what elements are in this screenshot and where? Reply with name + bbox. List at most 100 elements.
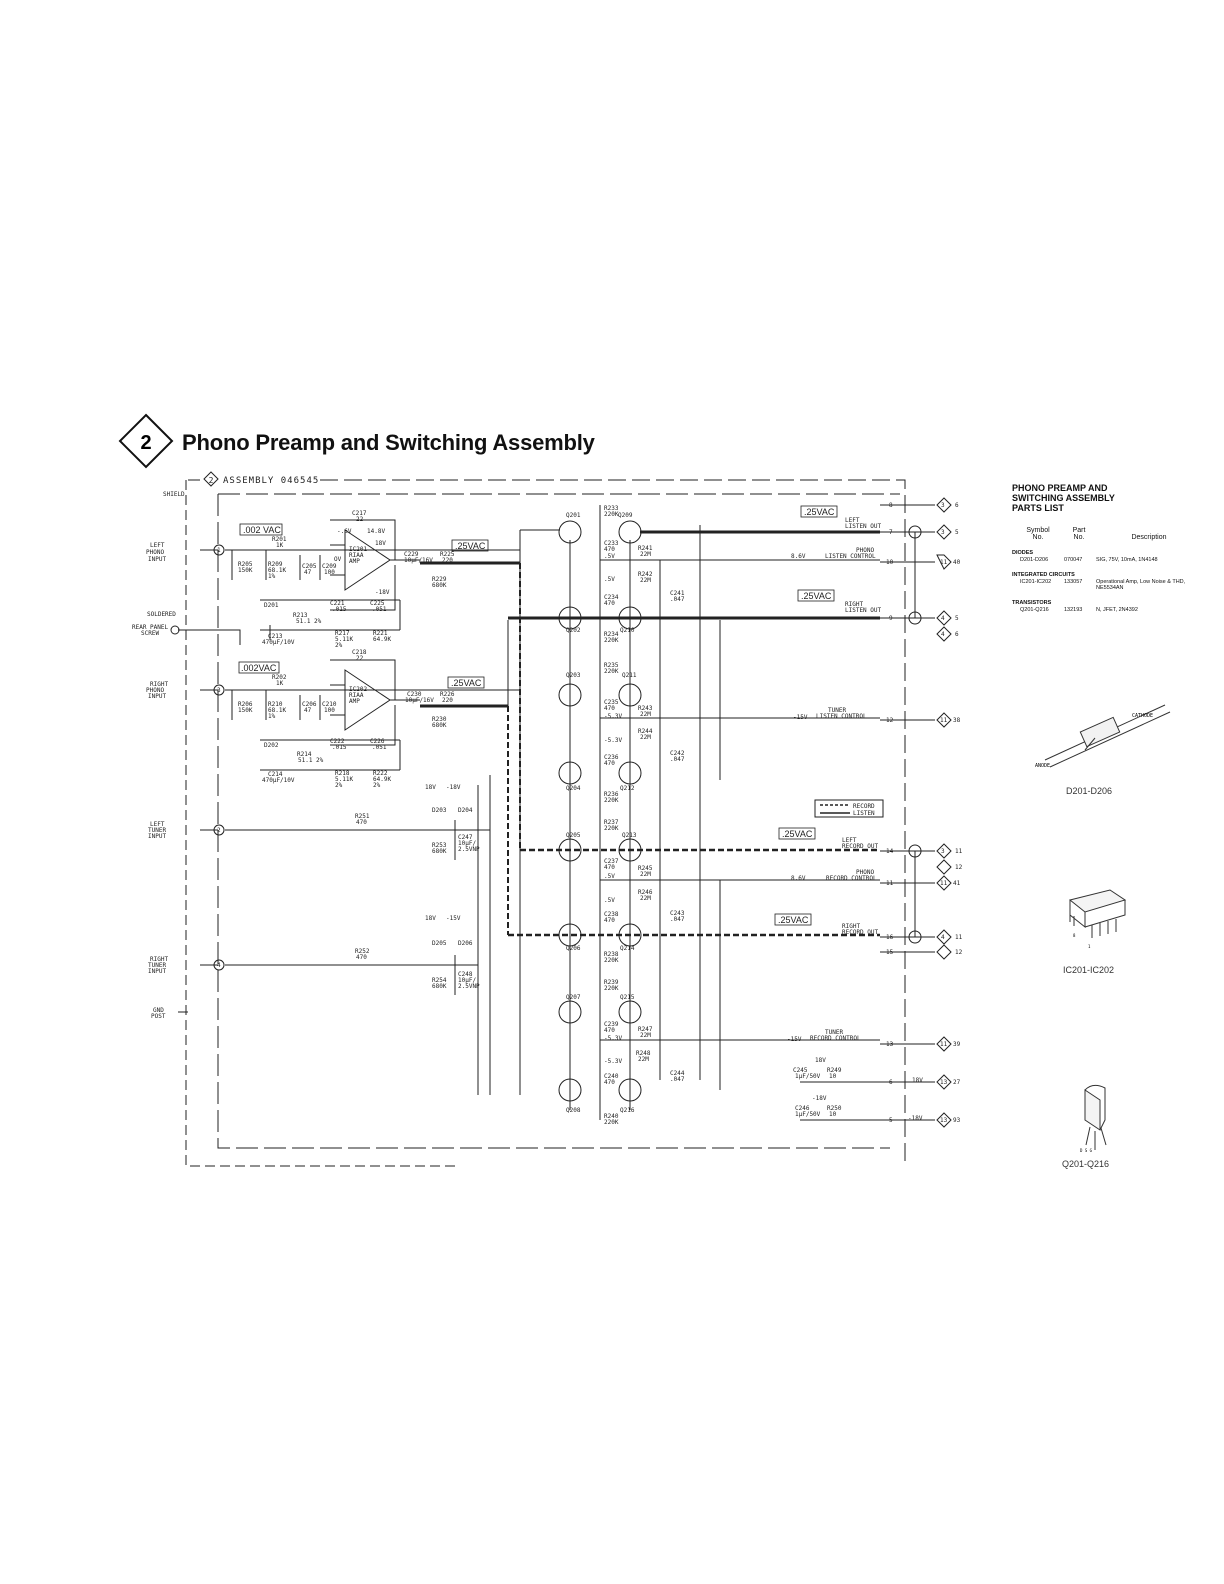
svg-text:8.6V: 8.6V bbox=[791, 875, 806, 882]
left-listen-out-label: LISTEN OUT bbox=[845, 523, 882, 530]
assembly-number-badge: 2 bbox=[118, 413, 174, 469]
svg-text:10μF/16V: 10μF/16V bbox=[405, 697, 434, 704]
svg-text:-15V: -15V bbox=[787, 1036, 802, 1043]
svg-text:10: 10 bbox=[829, 1073, 837, 1080]
svg-text:16: 16 bbox=[886, 934, 894, 941]
svg-text:220K: 220K bbox=[604, 1119, 619, 1126]
svg-text:22: 22 bbox=[356, 655, 364, 662]
left-riaa-output-level: .25VAC bbox=[455, 541, 486, 551]
svg-text:680K: 680K bbox=[432, 722, 447, 729]
phono-listen-control-label: LISTEN CONTROL bbox=[825, 553, 876, 560]
svg-text:C241: C241 bbox=[670, 590, 685, 597]
svg-text:Q204: Q204 bbox=[566, 785, 581, 792]
svg-text:5.11K: 5.11K bbox=[335, 776, 353, 783]
svg-text:2%: 2% bbox=[373, 782, 381, 789]
svg-text:2%: 2% bbox=[335, 782, 343, 789]
component-drawings: CATHODE ANODE 8 1 D S G bbox=[1035, 704, 1171, 1153]
svg-text:12: 12 bbox=[955, 864, 963, 871]
svg-text:R250: R250 bbox=[827, 1105, 842, 1112]
svg-text:3: 3 bbox=[941, 848, 945, 855]
svg-text:D202: D202 bbox=[264, 742, 279, 749]
ic-drawing bbox=[1068, 889, 1127, 938]
q214-symbol bbox=[618, 923, 642, 947]
svg-text:22: 22 bbox=[356, 516, 364, 523]
svg-text:R205: R205 bbox=[238, 561, 253, 568]
svg-text:C237: C237 bbox=[604, 858, 619, 865]
svg-text:.051: .051 bbox=[372, 606, 387, 613]
q207-symbol bbox=[558, 1000, 582, 1024]
svg-text:14.8V: 14.8V bbox=[367, 528, 385, 535]
svg-text:64.9K: 64.9K bbox=[373, 636, 391, 643]
svg-text:-15V: -15V bbox=[446, 915, 461, 922]
svg-text:470: 470 bbox=[356, 819, 367, 826]
svg-text:OV: OV bbox=[334, 556, 342, 563]
svg-text:C222: C222 bbox=[330, 738, 345, 745]
svg-text:93: 93 bbox=[953, 1117, 961, 1124]
svg-text:7: 7 bbox=[889, 529, 893, 536]
svg-text:11: 11 bbox=[955, 848, 963, 855]
svg-text:R221: R221 bbox=[373, 630, 388, 637]
svg-text:470: 470 bbox=[604, 705, 615, 712]
svg-text:.5V: .5V bbox=[604, 553, 615, 560]
svg-text:.5V: .5V bbox=[604, 873, 615, 880]
svg-text:R254: R254 bbox=[432, 977, 447, 984]
svg-text:10: 10 bbox=[829, 1111, 837, 1118]
svg-text:150K: 150K bbox=[238, 567, 253, 574]
svg-text:13: 13 bbox=[940, 1079, 948, 1086]
anode-label: ANODE bbox=[1035, 763, 1050, 769]
svg-text:470: 470 bbox=[604, 760, 615, 767]
svg-text:Q203: Q203 bbox=[566, 672, 581, 679]
transistor-drawing bbox=[1084, 1084, 1107, 1150]
q203-symbol bbox=[558, 683, 582, 707]
svg-text:22M: 22M bbox=[640, 711, 651, 718]
svg-text:R245: R245 bbox=[638, 865, 653, 872]
left-record-out-label: RECORD OUT bbox=[842, 843, 879, 850]
left-record-level: .25VAC bbox=[782, 829, 813, 839]
left-tuner-label-3: INPUT bbox=[148, 833, 166, 840]
svg-text:1μF/50V: 1μF/50V bbox=[795, 1111, 821, 1118]
svg-text:R241: R241 bbox=[638, 545, 653, 552]
svg-text:470μF/10V: 470μF/10V bbox=[262, 777, 295, 784]
svg-text:14: 14 bbox=[886, 848, 894, 855]
svg-text:C240: C240 bbox=[604, 1073, 619, 1080]
svg-text:Q205: Q205 bbox=[566, 832, 581, 839]
svg-text:C229: C229 bbox=[404, 551, 419, 558]
svg-text:680K: 680K bbox=[432, 582, 447, 589]
svg-text:Q215: Q215 bbox=[620, 994, 635, 1001]
svg-text:11: 11 bbox=[940, 1041, 948, 1048]
svg-text:R233: R233 bbox=[604, 505, 619, 512]
svg-text:11: 11 bbox=[955, 934, 963, 941]
svg-text:Q207: Q207 bbox=[566, 994, 581, 1001]
svg-text:D203: D203 bbox=[432, 807, 447, 814]
svg-text:D206: D206 bbox=[458, 940, 473, 947]
rear-panel-label-2: SCREW bbox=[141, 630, 159, 637]
header-description: Description bbox=[1131, 534, 1167, 541]
svg-text:R242: R242 bbox=[638, 571, 653, 578]
svg-text:R209: R209 bbox=[268, 561, 283, 568]
svg-text:1%: 1% bbox=[268, 713, 276, 720]
svg-text:68.1K: 68.1K bbox=[268, 707, 286, 714]
left-listen-level: .25VAC bbox=[804, 507, 835, 517]
right-tuner-label-3: INPUT bbox=[148, 968, 166, 975]
q208-symbol bbox=[558, 1078, 582, 1102]
svg-text:3: 3 bbox=[941, 502, 945, 509]
section-diodes: DIODES bbox=[1012, 550, 1034, 556]
svg-text:Q213: Q213 bbox=[622, 832, 637, 839]
rear-panel-label-1: REAR PANEL bbox=[132, 624, 169, 631]
svg-text:C239: C239 bbox=[604, 1021, 619, 1028]
q213-symbol bbox=[618, 838, 642, 862]
diode-caption: D201-D206 bbox=[1066, 786, 1113, 796]
svg-text:C213: C213 bbox=[268, 633, 283, 640]
svg-text:11: 11 bbox=[940, 717, 948, 724]
svg-text:-18V: -18V bbox=[908, 1115, 923, 1122]
svg-text:R249: R249 bbox=[827, 1067, 842, 1074]
legend-listen: LISTEN bbox=[853, 810, 875, 817]
svg-text:-18V: -18V bbox=[812, 1095, 827, 1102]
svg-text:470: 470 bbox=[604, 1079, 615, 1086]
svg-text:C233: C233 bbox=[604, 540, 619, 547]
svg-text:39: 39 bbox=[953, 1041, 961, 1048]
svg-text:13: 13 bbox=[886, 1041, 894, 1048]
svg-text:10μF/: 10μF/ bbox=[458, 977, 476, 984]
svg-text:.5V: .5V bbox=[604, 897, 615, 904]
svg-text:C234: C234 bbox=[604, 594, 619, 601]
